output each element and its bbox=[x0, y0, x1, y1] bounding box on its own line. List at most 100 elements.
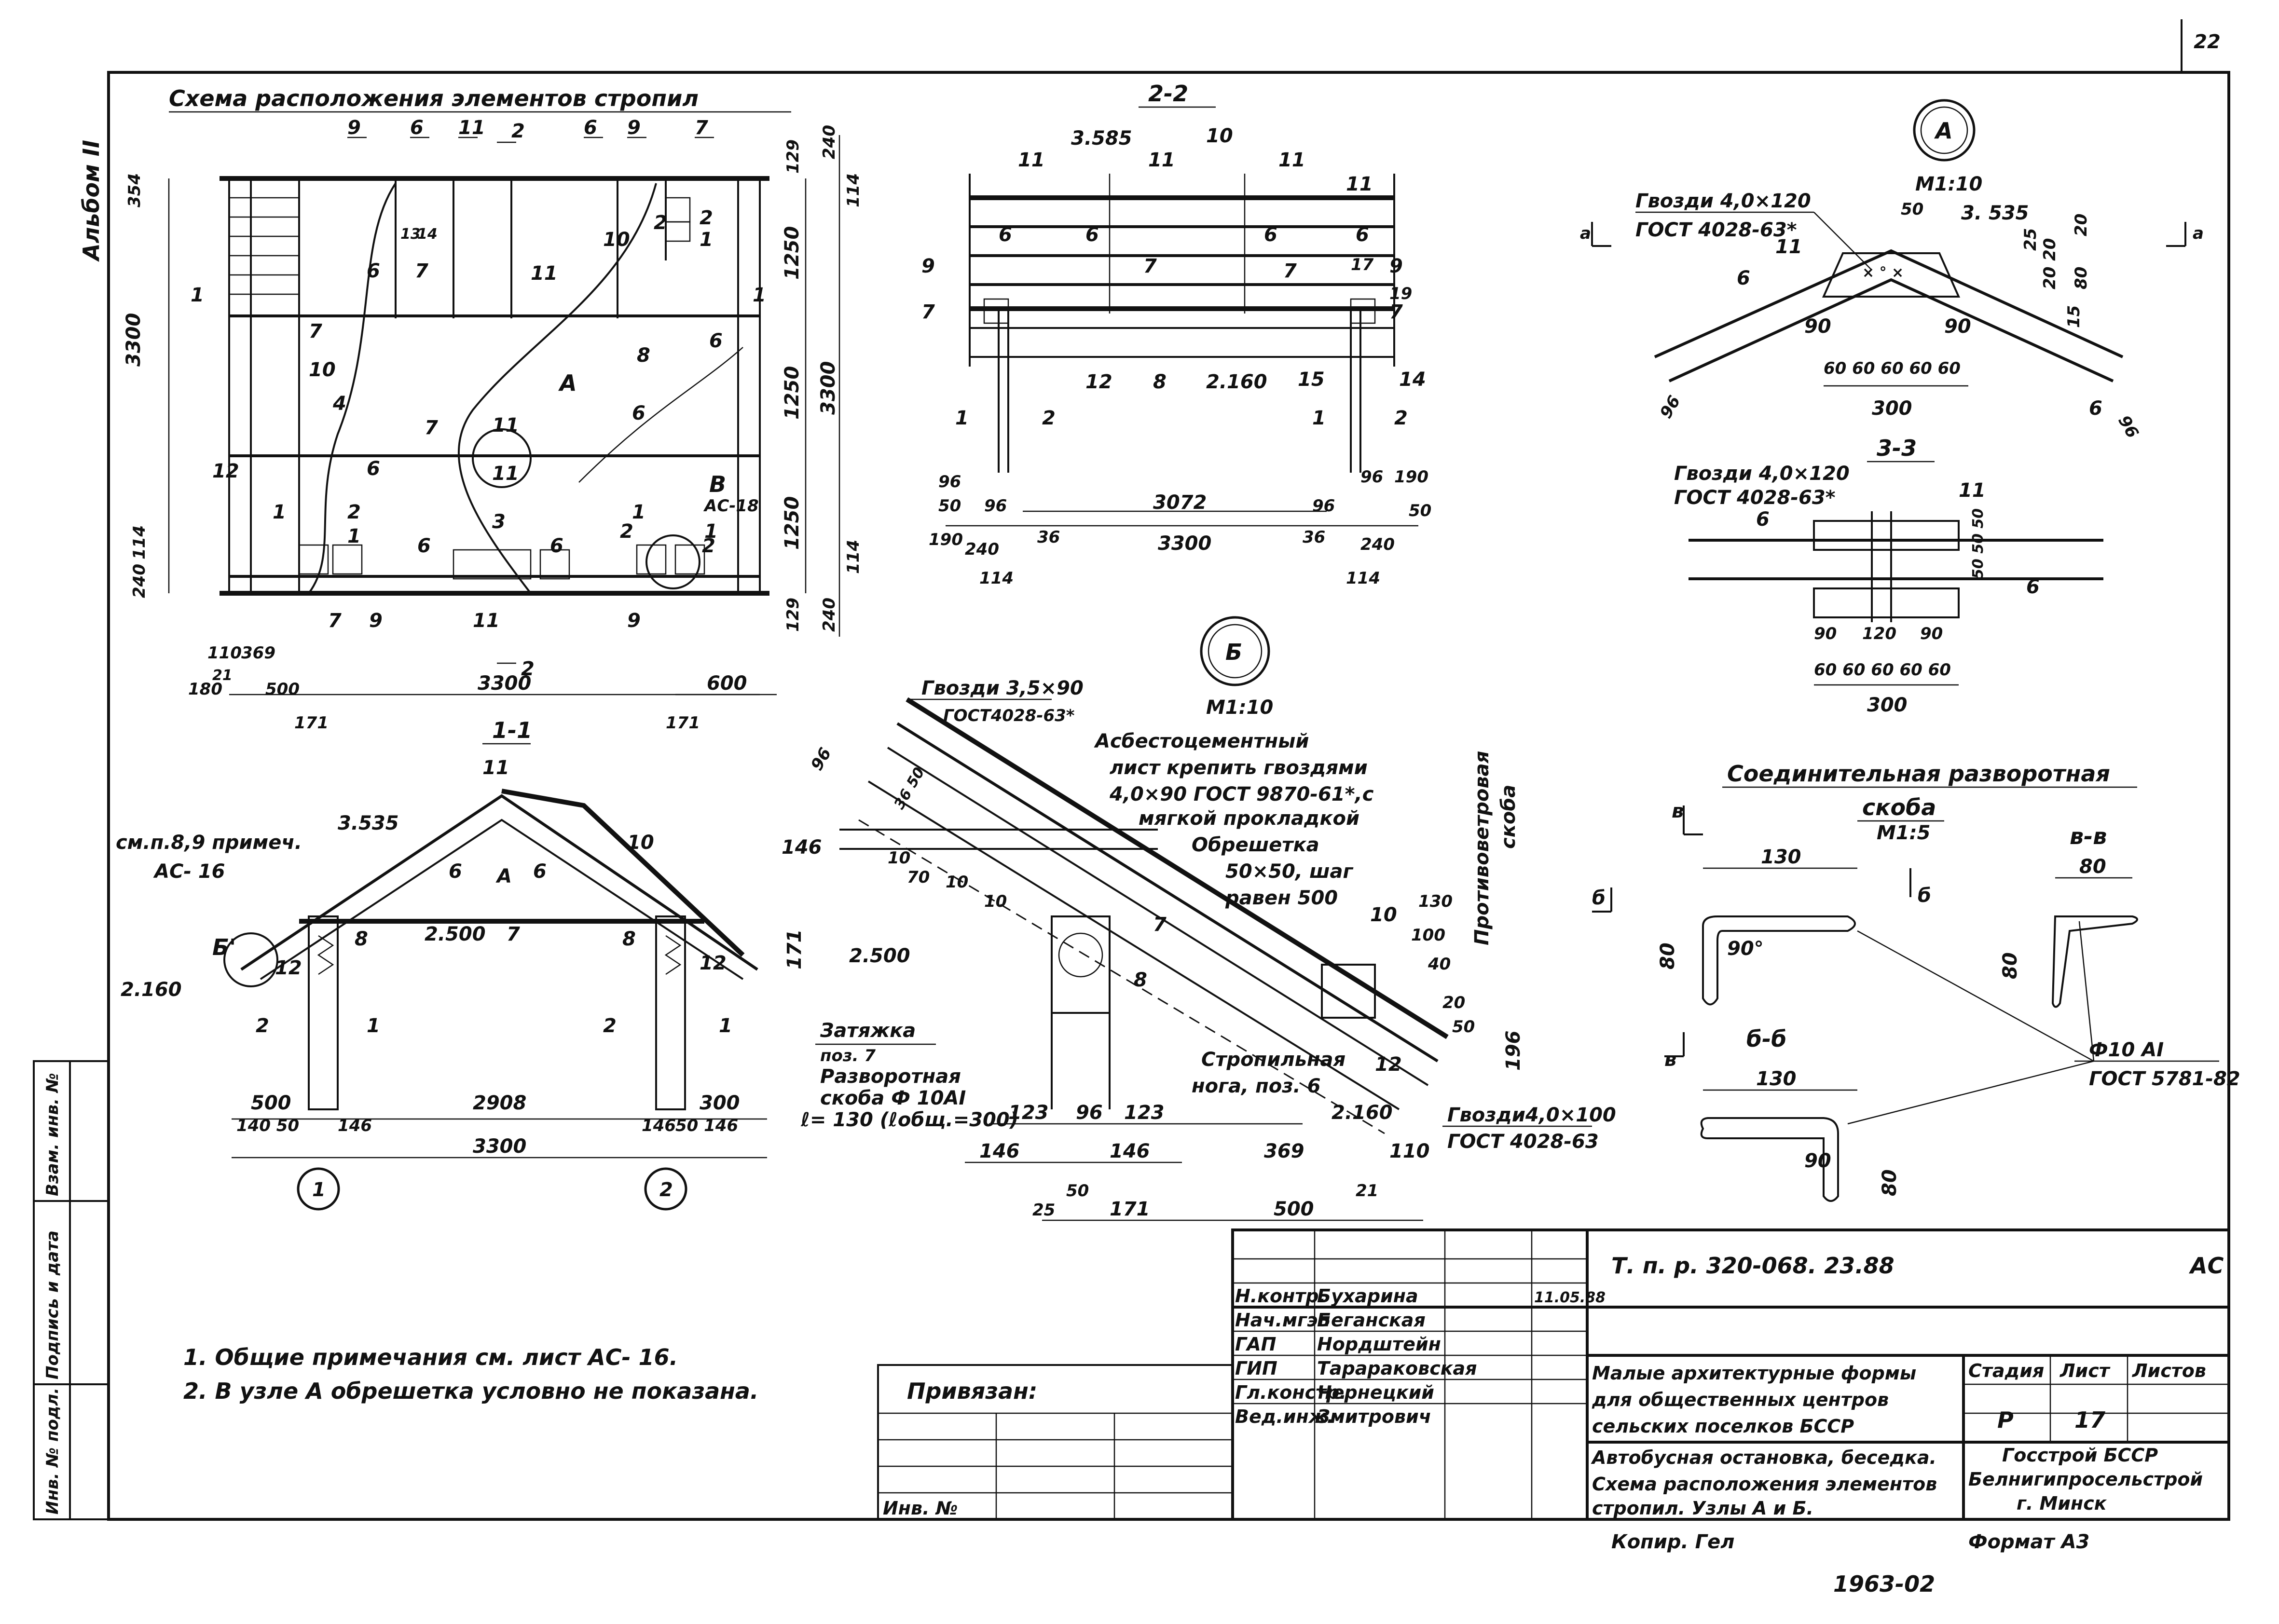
svg-text:7: 7 bbox=[415, 260, 428, 282]
copied-by: Копир. Гел bbox=[1611, 1531, 1735, 1553]
svg-text:90: 90 bbox=[1944, 315, 1971, 338]
svg-text:36: 36 bbox=[1037, 528, 1060, 547]
section-1-1-title: 1-1 bbox=[492, 717, 532, 743]
svg-text:1: 1 bbox=[1312, 407, 1326, 429]
svg-text:130: 130 bbox=[1761, 846, 1801, 868]
svg-text:2: 2 bbox=[700, 207, 713, 229]
svg-text:80: 80 bbox=[1879, 1169, 1901, 1196]
svg-text:7: 7 bbox=[309, 320, 322, 342]
svg-text:369: 369 bbox=[1264, 1140, 1304, 1162]
title-block: Т. п. р. 320-068. 23.88 АС Н.контр. Буха… bbox=[877, 1228, 2230, 1521]
svg-text:240: 240 bbox=[820, 125, 839, 159]
svg-text:196: 196 bbox=[1502, 1031, 1524, 1071]
svg-text:3072: 3072 bbox=[1153, 491, 1207, 514]
svg-text:1: 1 bbox=[312, 1179, 326, 1201]
svg-text:96: 96 bbox=[984, 496, 1007, 516]
svg-text:114: 114 bbox=[844, 173, 863, 207]
svg-text:10: 10 bbox=[309, 359, 336, 381]
svg-text:3300: 3300 bbox=[473, 1135, 526, 1158]
svg-text:1250: 1250 bbox=[781, 496, 803, 550]
svg-text:6: 6 bbox=[999, 224, 1012, 246]
svg-text:Бухарина: Бухарина bbox=[1317, 1285, 1418, 1307]
node-a-ref-plan: А bbox=[558, 370, 577, 396]
svg-text:171: 171 bbox=[294, 713, 329, 733]
svg-text:80: 80 bbox=[2079, 856, 2106, 878]
svg-text:14: 14 bbox=[1399, 368, 1426, 391]
svg-text:7: 7 bbox=[1153, 914, 1167, 936]
bracket-scale: М1:5 bbox=[1877, 822, 1930, 844]
svg-text:40: 40 bbox=[1428, 955, 1451, 974]
svg-text:500: 500 bbox=[251, 1092, 291, 1114]
svg-text:3.535: 3.535 bbox=[338, 812, 399, 834]
svg-text:114: 114 bbox=[844, 540, 863, 574]
svg-text:6: 6 bbox=[1756, 508, 1770, 531]
inventory-number: 1963-02 bbox=[1833, 1571, 1935, 1597]
rebar-spec: Ф10 АI bbox=[2089, 1039, 2164, 1061]
svg-text:146: 146 bbox=[979, 1140, 1020, 1162]
svg-text:96: 96 bbox=[807, 745, 835, 774]
album-label: Альбом II bbox=[78, 140, 104, 262]
svg-text:12: 12 bbox=[1085, 371, 1112, 393]
svg-text:6: 6 bbox=[367, 458, 380, 480]
svg-text:15: 15 bbox=[2064, 305, 2084, 328]
svg-text:6: 6 bbox=[449, 860, 462, 883]
svg-text:Нордштейн: Нордштейн bbox=[1317, 1334, 1441, 1355]
svg-text:129: 129 bbox=[783, 598, 803, 632]
svg-text:11.05.88: 11.05.88 bbox=[1534, 1289, 1606, 1306]
lathing-2: 50×50, шаг bbox=[1225, 860, 1353, 883]
svg-text:11: 11 bbox=[1346, 173, 1373, 195]
svg-text:9: 9 bbox=[627, 117, 641, 139]
windbrace-1: Противоветровая bbox=[1471, 751, 1493, 945]
svg-text:13: 13 bbox=[400, 226, 421, 243]
svg-text:2: 2 bbox=[256, 1015, 269, 1037]
svg-text:114: 114 bbox=[1346, 569, 1380, 588]
tie-1: Затяжка bbox=[820, 1020, 916, 1042]
svg-text:2: 2 bbox=[702, 535, 715, 557]
svg-text:123: 123 bbox=[1124, 1102, 1165, 1124]
side-sign-date: Подпись и дата bbox=[43, 1230, 62, 1379]
svg-text:Гл.констр.: Гл.констр. bbox=[1235, 1382, 1346, 1403]
svg-text:171: 171 bbox=[1110, 1198, 1150, 1220]
node-b-detail: Б М1:10 Гвозди 3,5×90 ГОСТ4028-63* Асбес… bbox=[782, 616, 1616, 1221]
s33-nails: Гвозди 4,0×120 bbox=[1674, 463, 1850, 485]
rafter-layout-plan: Схема расположения элементов стропил bbox=[123, 85, 863, 733]
svg-text:1250: 1250 bbox=[781, 366, 803, 420]
svg-text:15: 15 bbox=[1298, 368, 1325, 391]
svg-text:2: 2 bbox=[521, 658, 535, 680]
svg-text:130: 130 bbox=[1418, 892, 1453, 911]
sheet-line-1: Автобусная остановка, беседка. bbox=[1591, 1447, 1936, 1468]
svg-text:2: 2 bbox=[1394, 407, 1408, 429]
svg-text:3.585: 3.585 bbox=[1071, 127, 1132, 150]
bracket-title-2: скоба bbox=[1862, 794, 1936, 820]
svg-text:10: 10 bbox=[603, 229, 630, 251]
svg-text:171: 171 bbox=[783, 929, 806, 970]
svg-text:96: 96 bbox=[2114, 412, 2142, 442]
svg-text:1: 1 bbox=[347, 525, 361, 547]
doc-mark: АС bbox=[2189, 1253, 2224, 1279]
svg-text:2: 2 bbox=[347, 501, 361, 523]
svg-text:6: 6 bbox=[2089, 397, 2102, 420]
svg-text:96: 96 bbox=[1312, 496, 1335, 516]
svg-text:17: 17 bbox=[1351, 255, 1374, 274]
svg-text:180: 180 bbox=[188, 680, 222, 699]
svg-text:20: 20 bbox=[2072, 214, 2091, 236]
svg-text:60 60 60 60 60: 60 60 60 60 60 bbox=[1824, 359, 1961, 378]
svg-text:9: 9 bbox=[627, 610, 641, 632]
svg-text:3300: 3300 bbox=[1158, 532, 1211, 555]
section-v-v: в-в bbox=[2070, 823, 2107, 849]
svg-text:× ° ×: × ° × bbox=[1862, 264, 1904, 281]
svg-text:6: 6 bbox=[1085, 224, 1099, 246]
node-b-gost: ГОСТ4028-63* bbox=[943, 706, 1075, 725]
svg-text:25: 25 bbox=[2021, 228, 2040, 251]
side-replace-inv: Взам. инв. № bbox=[43, 1073, 62, 1196]
lathing-1: Обрешетка bbox=[1192, 834, 1319, 856]
tie-2: поз. 7 bbox=[820, 1046, 876, 1065]
svg-text:129: 129 bbox=[783, 139, 803, 174]
svg-text:25: 25 bbox=[1032, 1201, 1055, 1220]
format-label: Формат А3 bbox=[1968, 1531, 2089, 1553]
svg-text:300: 300 bbox=[700, 1092, 740, 1114]
asbestos-1: Асбестоцементный bbox=[1094, 730, 1309, 752]
svg-text:11: 11 bbox=[531, 262, 558, 285]
svg-text:8: 8 bbox=[637, 344, 650, 367]
svg-text:11: 11 bbox=[1018, 149, 1045, 171]
